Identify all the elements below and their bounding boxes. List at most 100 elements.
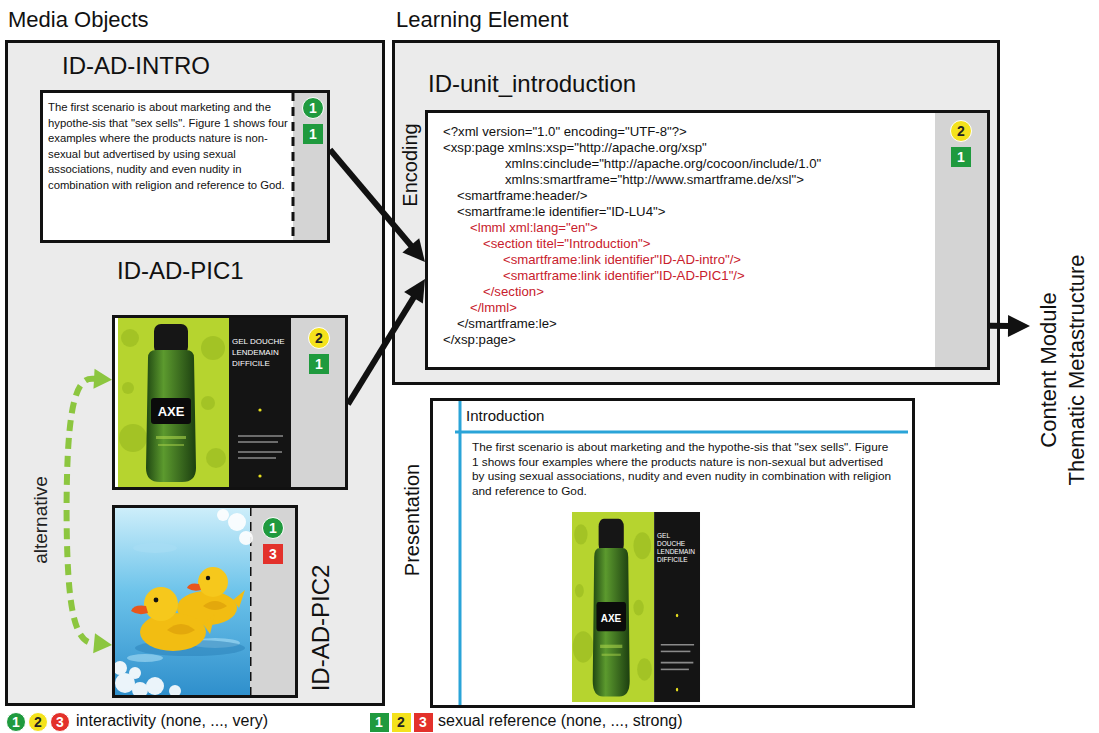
code-line: </smartframe:le> xyxy=(457,316,557,332)
sexual-reference-badge: 1 xyxy=(303,124,323,144)
edge-label: alternative xyxy=(30,473,52,567)
legend-entry: sexual reference (none, ..., strong) xyxy=(438,711,683,731)
duck-picture xyxy=(187,584,201,591)
box-fill xyxy=(112,315,348,490)
text-slot: ID-AD-PIC1 xyxy=(117,257,244,285)
module-title: Content Module xyxy=(1036,292,1061,447)
badge-number: 1 xyxy=(957,150,965,164)
panel-heading: Learning Element xyxy=(396,7,568,32)
text-slot: <smartframe:link identifier"ID-AD-PIC1"/… xyxy=(503,268,745,284)
badge-number: 3 xyxy=(56,715,64,729)
sexual-reference-badge: 1 xyxy=(951,147,971,167)
text-slot: The first scenario is about marketing an… xyxy=(472,440,892,498)
box-fill xyxy=(40,90,990,708)
box-fill xyxy=(430,398,915,708)
duck-picture xyxy=(146,677,164,695)
duck-picture xyxy=(140,613,206,651)
text-slot: The first scenario is about marketing an… xyxy=(48,100,290,193)
panel-ground xyxy=(5,40,385,706)
section-heading: Introduction xyxy=(466,407,544,424)
duck-picture xyxy=(129,667,141,679)
panel-heading: Media Objects xyxy=(8,7,149,32)
legend-sample: 3 xyxy=(414,713,433,732)
duck-picture xyxy=(228,513,246,531)
badge-number: 2 xyxy=(34,715,42,729)
product-logo: AXE xyxy=(158,402,185,420)
box-fill xyxy=(425,110,990,370)
duck-picture xyxy=(113,509,253,698)
box-heading: ID-AD-PIC2 xyxy=(307,565,335,692)
badge-number: 3 xyxy=(269,547,277,561)
legend-sample: 1 xyxy=(6,712,26,732)
text-slot: <smartframe:header/> xyxy=(457,188,587,204)
arrow-head xyxy=(93,633,112,653)
code-line: <smartframe:le identifier="ID-LU4"> xyxy=(457,204,665,220)
code-line: <smartframe:link identifier"ID-AD-intro"… xyxy=(503,252,741,268)
body-text: The first scenario is about marketing an… xyxy=(472,440,892,498)
code-line: </section> xyxy=(483,284,544,300)
text-slot: Introduction xyxy=(466,407,544,424)
view-label: Presentation xyxy=(401,464,424,576)
badge-number: 3 xyxy=(419,715,427,729)
box-heading: ID-AD-PIC1 xyxy=(117,257,244,285)
legend-entry: interactivity (none, ..., very) xyxy=(76,711,268,731)
arrow-head xyxy=(1008,315,1030,337)
badge-number: 1 xyxy=(315,357,323,371)
text-slot: </smartframe:le> xyxy=(457,316,557,332)
logo-text: AXE xyxy=(158,404,185,419)
code-line: <section titel="Introduction"> xyxy=(483,236,650,252)
text-slot: </xsp:page> xyxy=(443,332,516,348)
code-line: </lmml> xyxy=(470,300,517,316)
interactivity-badge: 1 xyxy=(302,97,324,119)
product-text: GEL DOUCHE LENDEMAIN DIFFICILE xyxy=(232,336,288,369)
duck-picture xyxy=(206,576,210,580)
badge-number: 1 xyxy=(12,715,20,729)
box-fill xyxy=(459,401,462,705)
duck-picture xyxy=(133,543,177,553)
legend-sample: 1 xyxy=(370,713,389,732)
duck-picture xyxy=(144,587,178,621)
product-picture xyxy=(118,318,291,487)
text-slot: <smartframe:le identifier="ID-LU4"> xyxy=(457,204,665,220)
text-slot: Media Objects xyxy=(8,7,149,32)
link-arrow xyxy=(348,279,425,404)
duck-picture xyxy=(115,508,250,695)
output-arrow xyxy=(990,315,1030,337)
code-line: </xsp:page> xyxy=(443,332,516,348)
box-fill xyxy=(112,505,298,698)
interactivity-badge: 1 xyxy=(262,517,284,539)
panel-ground xyxy=(392,40,1000,385)
badge-number: 1 xyxy=(375,715,383,729)
badge-number: 2 xyxy=(397,715,405,729)
package-text: GEL DOUCHE LENDEMAIN DIFFICILE xyxy=(232,336,288,369)
text-slot: ID-AD-INTRO xyxy=(62,52,210,80)
connector-line xyxy=(67,379,96,644)
code-line: <xsp:page xmlns:xsp="http://apache.org/x… xyxy=(443,140,707,156)
view-label-text: Presentation xyxy=(401,464,423,576)
box-fill xyxy=(455,431,908,434)
legend-sample: 2 xyxy=(28,712,48,732)
duck-picture xyxy=(154,598,159,603)
duck-picture xyxy=(167,624,195,635)
badge-number: 1 xyxy=(309,101,317,115)
arrow-head xyxy=(404,279,425,304)
badge-number: 2 xyxy=(315,331,323,345)
text-slot: xmlns:smartframe="http://www.smartframe.… xyxy=(505,172,804,188)
package-text: GEL DOUCHE LENDEMAIN DIFFICILE xyxy=(657,532,699,564)
duck-picture xyxy=(203,601,227,610)
text-slot: ID-AD-PIC2 xyxy=(307,565,335,692)
product-text: GEL DOUCHE LENDEMAIN DIFFICILE xyxy=(657,532,699,564)
duck-picture xyxy=(131,606,148,615)
box-fill xyxy=(291,315,348,490)
text-slot: ID-unit_introduction xyxy=(428,70,636,98)
text-slot: Thematic Metastructure xyxy=(1064,254,1089,485)
product-logo: AXE xyxy=(601,608,622,626)
interactivity-badge: 2 xyxy=(950,120,972,142)
sexual-reference-badge: 3 xyxy=(263,544,283,564)
code-box: ID-unit_introduction<?xml version="1.0" … xyxy=(425,110,990,370)
text-slot: <?xml version="1.0" encoding="UTF-8"?> xyxy=(443,124,687,140)
connector-line xyxy=(348,296,415,404)
box-fill xyxy=(40,90,330,243)
